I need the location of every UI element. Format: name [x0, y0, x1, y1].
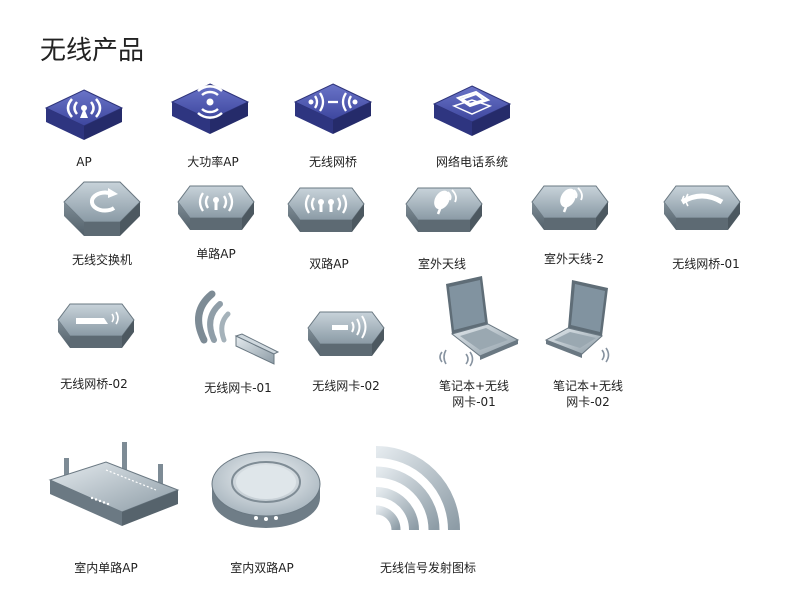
wireless-nic-02-icon[interactable]	[306, 306, 386, 366]
wireless-signal-broadcast-label: 无线信号发射图标	[379, 561, 476, 575]
wireless-bridge-02-icon[interactable]	[56, 298, 136, 358]
wireless-bridge-01-label: 无线网桥-01	[672, 257, 740, 271]
outdoor-antenna-2-icon[interactable]	[530, 180, 610, 240]
wireless-nic-01-label: 无线网卡-01	[204, 381, 272, 395]
high-power-ap-label: 大功率AP	[187, 155, 239, 169]
wireless-bridge-icon[interactable]	[293, 82, 373, 142]
wireless-nic-02-label: 无线网卡-02	[312, 379, 380, 393]
laptop-wireless-nic-01-label-line1: 笔记本+无线	[438, 379, 510, 393]
wireless-switch-label: 无线交换机	[71, 253, 132, 267]
outdoor-antenna-icon[interactable]	[404, 182, 484, 242]
ap-label: AP	[76, 155, 92, 169]
page-title: 无线产品	[40, 36, 145, 66]
laptop-wireless-nic-01-label: 笔记本+无线 网卡-01	[428, 378, 520, 410]
single-radio-ap-icon[interactable]	[176, 180, 256, 240]
network-phone-system-icon[interactable]	[432, 84, 512, 144]
network-phone-system-label: 网络电话系统	[435, 155, 508, 169]
dual-radio-ap-icon[interactable]	[286, 182, 366, 242]
indoor-dual-radio-ap-icon[interactable]	[208, 446, 324, 532]
wireless-signal-broadcast-icon[interactable]	[374, 444, 464, 534]
outdoor-antenna-label: 室外天线	[417, 257, 466, 271]
wireless-bridge-label: 无线网桥	[308, 155, 357, 169]
ap-icon[interactable]	[44, 88, 124, 148]
laptop-wireless-nic-02-icon[interactable]	[542, 278, 628, 370]
laptop-wireless-nic-01-label-line2: 网卡-01	[452, 395, 496, 409]
high-power-ap-icon[interactable]	[170, 82, 250, 142]
outdoor-antenna-2-label: 室外天线-2	[544, 252, 604, 266]
wireless-bridge-01-icon[interactable]	[662, 180, 742, 240]
wireless-switch-icon[interactable]	[62, 178, 142, 240]
laptop-wireless-nic-02-label-line2: 网卡-02	[566, 395, 610, 409]
laptop-wireless-nic-01-icon[interactable]	[436, 274, 522, 367]
wireless-bridge-02-label: 无线网桥-02	[60, 377, 128, 391]
dual-radio-ap-label: 双路AP	[309, 257, 349, 271]
laptop-wireless-nic-02-label: 笔记本+无线 网卡-02	[542, 378, 634, 410]
laptop-wireless-nic-02-label-line1: 笔记本+无线	[552, 379, 624, 393]
wireless-nic-01-icon[interactable]	[190, 290, 280, 370]
indoor-single-radio-ap-icon[interactable]	[46, 440, 182, 530]
single-radio-ap-label: 单路AP	[196, 247, 236, 261]
indoor-single-radio-ap-label: 室内单路AP	[74, 561, 138, 575]
indoor-dual-radio-ap-label: 室内双路AP	[230, 561, 294, 575]
